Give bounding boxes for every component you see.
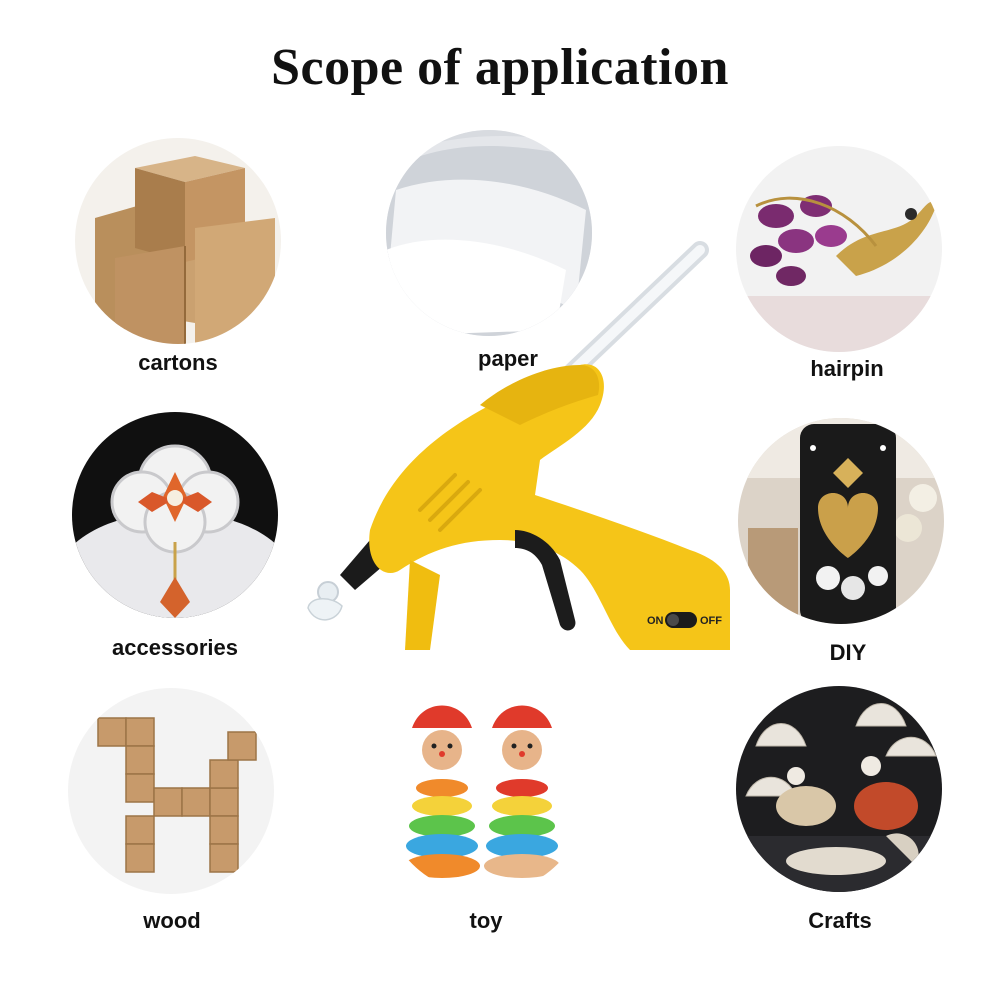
diy-image [738,418,944,624]
gun-body [369,364,730,650]
crafts-image [736,686,942,892]
toy-image [382,688,588,894]
page-title: Scope of application [271,39,729,96]
paper-image [386,130,592,336]
item-label: wood [143,908,201,933]
item-label: accessories [112,635,238,660]
item-label: DIY [829,640,867,665]
item-label: toy [469,908,503,933]
trigger [515,530,576,631]
wood-image [68,688,274,894]
item-label: hairpin [810,356,884,381]
switch-off-label: OFF [700,615,722,627]
item-label: Crafts [808,908,872,933]
item-label: paper [478,346,538,371]
cartons-image [75,138,281,344]
hairpin-image [736,146,942,352]
item-label: cartons [138,350,218,375]
switch-on-label: ON [647,615,664,627]
accessories-image [72,412,278,618]
glue-gun-image: ON OFF [280,230,760,670]
